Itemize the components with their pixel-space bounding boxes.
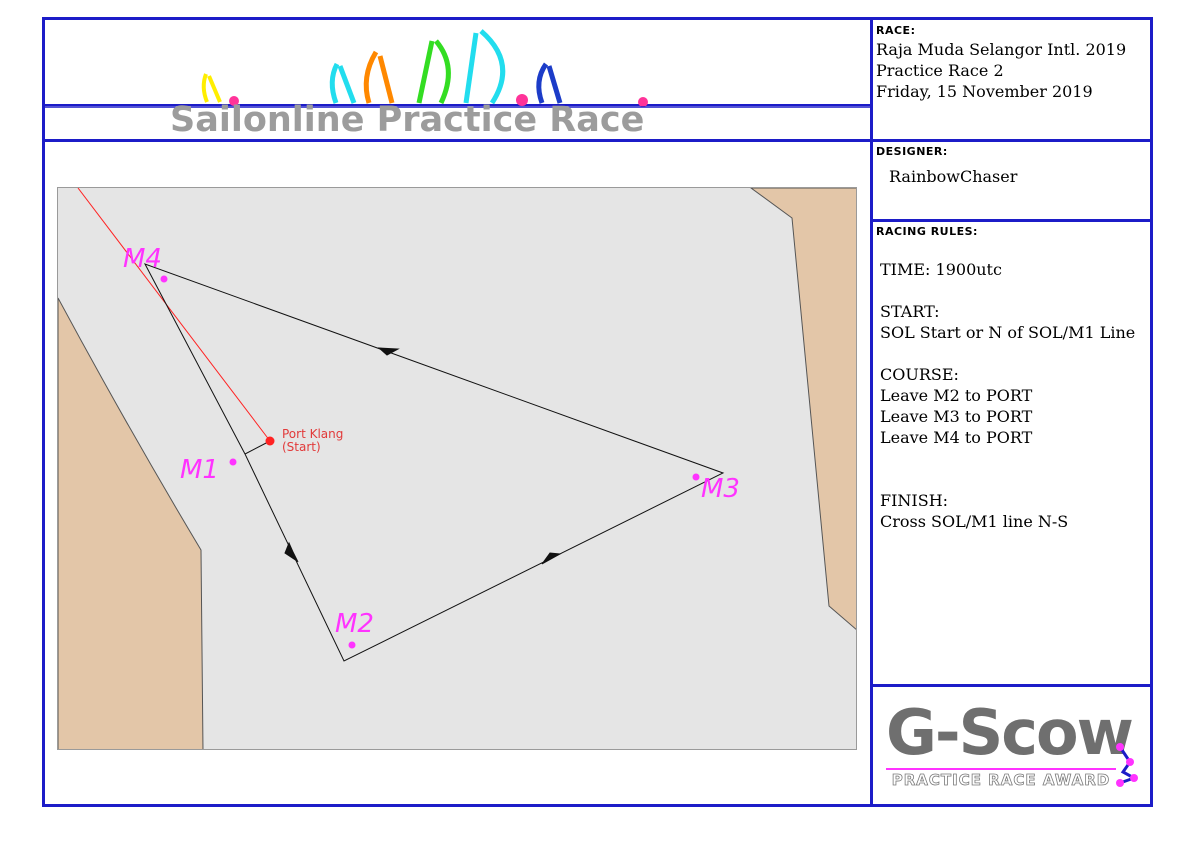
race-name: Raja Muda Selangor Intl. 2019: [876, 40, 1127, 59]
divider-vertical: [870, 17, 873, 807]
rules-label: RACING RULES:: [876, 225, 978, 238]
designer-label: DESIGNER:: [876, 145, 948, 158]
rules-finish-heading: FINISH:: [880, 491, 949, 510]
rules-course-line: Leave M2 to PORT: [880, 386, 1033, 405]
start-line: [77, 188, 271, 442]
rules-finish-text: Cross SOL/M1 line N-S: [880, 512, 1069, 531]
divider-rules: [870, 684, 1153, 687]
arrow-icon: [541, 552, 562, 565]
start-name: Port Klang: [282, 427, 343, 441]
arrow-icon: [377, 347, 400, 356]
award-title: G-Scow: [886, 696, 1134, 769]
page-frame: [42, 17, 1153, 807]
race-subtitle: Practice Race 2: [876, 61, 1004, 80]
mark-m3: [692, 473, 700, 481]
mark-label: M1: [180, 455, 219, 485]
award-subtitle: PRACTICE RACE AWARD: [886, 768, 1116, 790]
mark-label: M4: [123, 244, 162, 274]
start-sub: (Start): [282, 440, 321, 454]
course-map-svg: Port Klang (Start) M1 M2 M3 M4: [58, 188, 856, 749]
divider-banner: [42, 139, 1153, 142]
mark-m4: [160, 275, 168, 283]
mark-label: M2: [335, 609, 374, 639]
race-date: Friday, 15 November 2019: [876, 82, 1093, 101]
award-trophy-icon: [1116, 743, 1138, 787]
race-label: RACE:: [876, 24, 916, 37]
rules-course-line: Leave M4 to PORT: [880, 428, 1033, 447]
start-point: [265, 436, 275, 446]
mark-m1: [229, 458, 237, 466]
divider-designer: [870, 219, 1153, 222]
mark-label: M3: [701, 474, 740, 504]
rules-start-text: SOL Start or N of SOL/M1 Line: [880, 323, 1136, 342]
land-east: [750, 188, 856, 630]
course-map: Port Klang (Start) M1 M2 M3 M4: [57, 187, 857, 750]
mark-m2: [348, 641, 356, 649]
designer-name: RainbowChaser: [889, 167, 1018, 186]
course-route: [143, 263, 725, 662]
rules-course-line: Leave M3 to PORT: [880, 407, 1033, 426]
rules-start-heading: START:: [880, 302, 940, 321]
banner-title: Sailonline Practice Race: [170, 100, 645, 140]
rules-course-heading: COURSE:: [880, 365, 959, 384]
arrow-icon: [284, 541, 299, 563]
banner-sails: [44, 29, 870, 108]
rules-time: TIME: 1900utc: [880, 260, 1002, 279]
land-west: [58, 297, 204, 749]
